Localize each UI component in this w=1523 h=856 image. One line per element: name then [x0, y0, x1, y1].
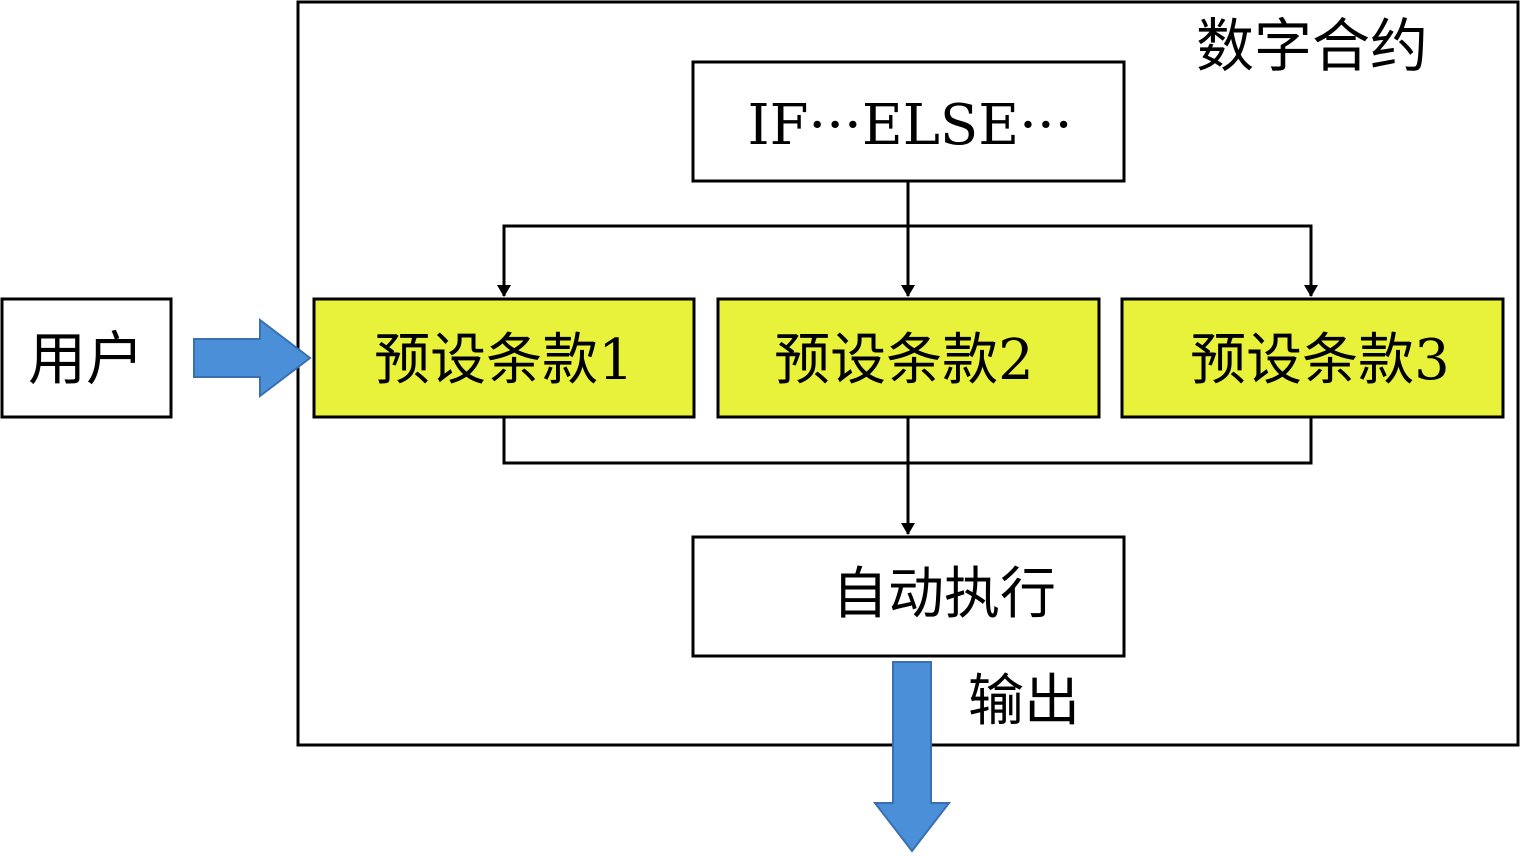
contract-title: 数字合约: [1196, 12, 1428, 80]
clause-label-1: 预设条款1: [374, 328, 634, 393]
output-label: 输出: [968, 669, 1080, 734]
input-arrow-icon: [193, 317, 312, 399]
user-box: [0, 297, 173, 419]
clause-box-1: [312, 297, 696, 419]
clause-label-2: 预设条款2: [774, 328, 1034, 393]
execute-label: 自动执行: [832, 562, 1056, 627]
output-arrow-icon: [872, 661, 952, 853]
user-label: 用户: [28, 325, 144, 393]
execute-box: [691, 535, 1126, 658]
clause-box-2: [716, 297, 1101, 419]
branch-arrow-right: [908, 224, 1318, 297]
condition-label: IF···ELSE···: [747, 93, 1072, 158]
clause-label-3: 预设条款3: [1190, 328, 1450, 393]
branch-arrow-left: [497, 224, 908, 297]
